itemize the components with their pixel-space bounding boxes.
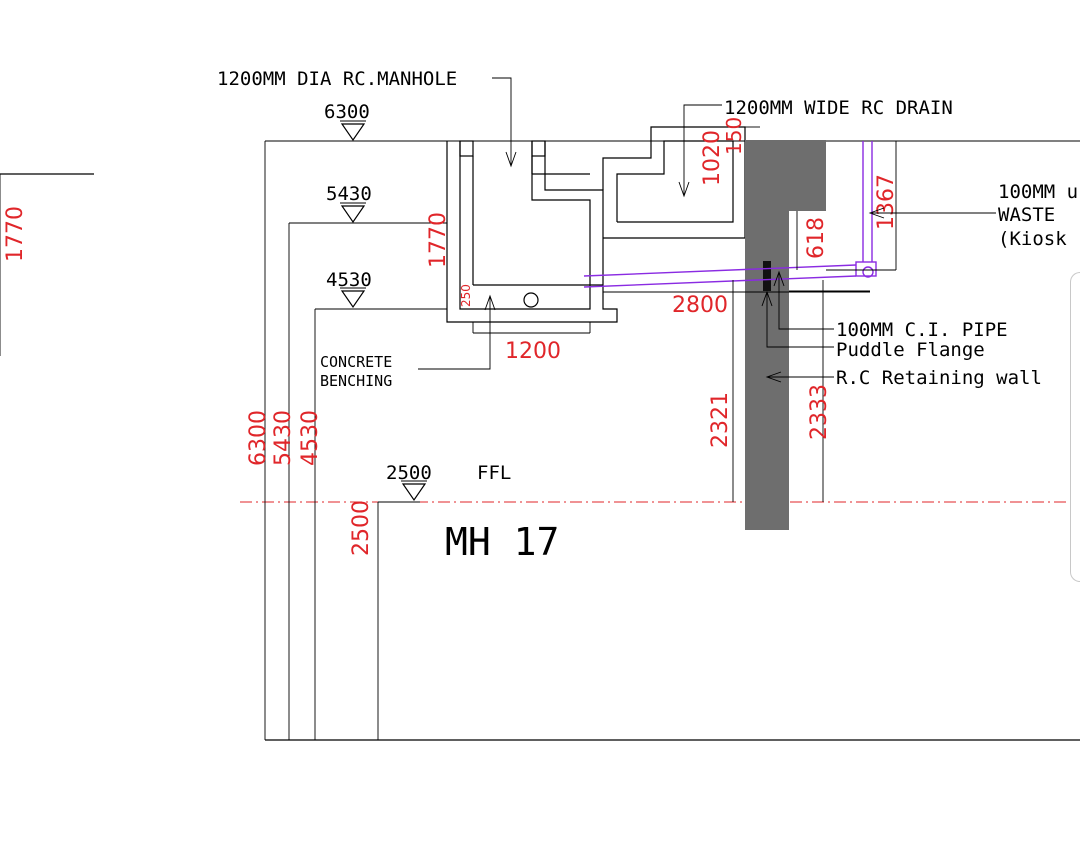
- dim-150: 150: [722, 117, 746, 155]
- dim-618: 618: [804, 217, 829, 259]
- level-marker-5430: 5430: [326, 183, 372, 224]
- dim-1770: 1770: [426, 212, 451, 268]
- dim-6300: 6300: [246, 410, 271, 466]
- wall-callout: R.C Retaining wall: [765, 367, 1042, 389]
- dim-250: 250: [459, 284, 473, 307]
- waste-label-3: (Kiosk: [998, 228, 1067, 250]
- level-4530-text: 4530: [326, 269, 372, 291]
- manhole: [446, 140, 618, 334]
- right-dimension-lines: [603, 141, 897, 502]
- dim-2500: 2500: [349, 500, 374, 556]
- dim-1200: 1200: [505, 339, 561, 364]
- level-6300-text: 6300: [324, 101, 370, 123]
- left-fragment: 1770: [0, 173, 94, 356]
- benching-label-1: CONCRETE: [320, 353, 392, 371]
- ci-pipe-callout: 100MM C.I. PIPE: [773, 270, 1008, 341]
- level-lines: [264, 140, 1080, 741]
- benching-label-2: BENCHING: [320, 372, 392, 390]
- waste-callout: 100MM u WASTE (Kiosk: [868, 181, 1078, 250]
- ffl-label: FFL: [477, 462, 511, 484]
- level-2500-text: 2500: [386, 462, 432, 484]
- pipe-outlet-icon: [523, 292, 539, 308]
- dim-2321: 2321: [708, 392, 733, 448]
- dim-2333: 2333: [807, 384, 832, 440]
- level-marker-4530: 4530: [326, 269, 372, 309]
- wall-label: R.C Retaining wall: [836, 367, 1042, 389]
- dim-5430: 5430: [271, 410, 296, 466]
- level-5430-text: 5430: [326, 183, 372, 205]
- level-marker-2500: 2500 FFL: [386, 462, 511, 502]
- drain-callout: 1200MM WIDE RC DRAIN: [678, 97, 953, 198]
- dim-1020: 1020: [700, 130, 725, 186]
- manhole-callout: 1200MM DIA RC.MANHOLE: [217, 68, 517, 168]
- drawing-title: MH 17: [445, 520, 559, 564]
- puddle-flange: [763, 261, 771, 291]
- dim-1367: 1367: [874, 174, 899, 230]
- waste-label-1: 100MM u: [998, 181, 1078, 203]
- dim-1770-left: 1770: [3, 206, 28, 262]
- puddle-label: Puddle Flange: [836, 339, 985, 361]
- manhole-label: 1200MM DIA RC.MANHOLE: [217, 68, 457, 90]
- waste-label-2: WASTE: [998, 204, 1055, 226]
- level-marker-6300: 6300: [324, 101, 370, 142]
- viewer-side-panel-edge: [1070, 272, 1080, 582]
- rc-retaining-wall: [745, 140, 826, 530]
- drain-label: 1200MM WIDE RC DRAIN: [724, 97, 953, 119]
- waste-pipe: [583, 141, 877, 288]
- benching-callout: CONCRETE BENCHING: [320, 294, 496, 390]
- dim-4530: 4530: [298, 410, 323, 466]
- ci-pipe-label: 100MM C.I. PIPE: [836, 319, 1008, 341]
- puddle-callout: Puddle Flange: [761, 290, 985, 361]
- dim-2800: 2800: [672, 293, 728, 318]
